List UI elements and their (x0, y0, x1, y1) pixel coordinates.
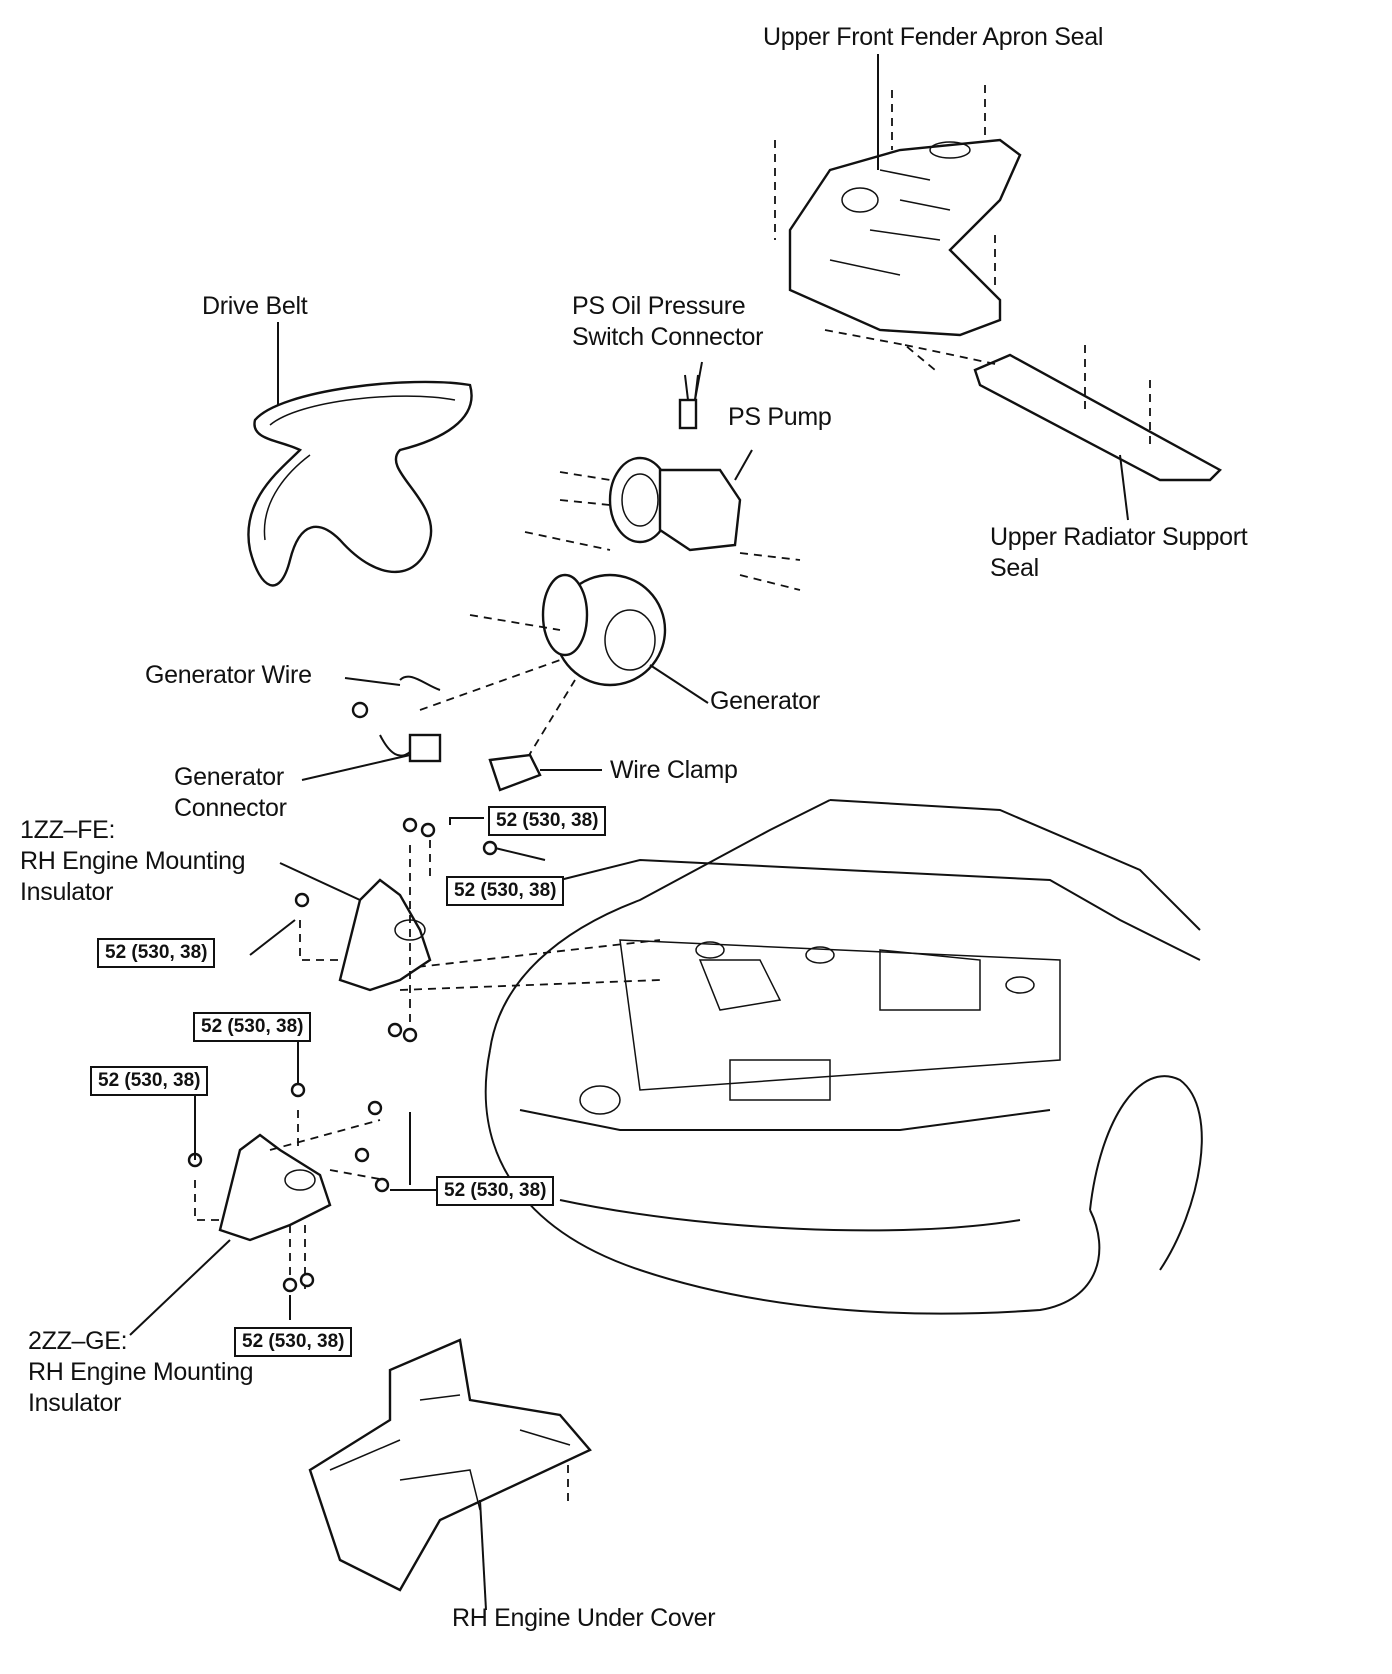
ps-pump-part (524, 374, 801, 591)
label-drive-belt: Drive Belt (202, 292, 308, 320)
drive-belt-part (247, 380, 473, 587)
label-ps-pump: PS Pump (728, 403, 832, 431)
label-wire-clamp: Wire Clamp (610, 756, 738, 784)
label-upper-radiator-support-seal: Upper Radiator Support Seal (990, 523, 1248, 582)
torque-spec-box: 52 (530, 38) (97, 938, 216, 968)
upper-radiator-support-seal-part (824, 329, 1222, 482)
label-generator-wire: Generator Wire (145, 661, 312, 689)
torque-spec-box: 52 (530, 38) (90, 1066, 209, 1096)
generator-wire-part (351, 675, 542, 792)
rh-engine-under-cover-part (308, 1338, 592, 1592)
insulator-2zz-part (187, 1082, 390, 1293)
label-upper-front-fender-apron-seal: Upper Front Fender Apron Seal (763, 23, 1104, 51)
label-generator: Generator (710, 687, 820, 715)
label-generator-connector: Generator Connector (174, 763, 287, 822)
leader-lines (129, 54, 1129, 1611)
torque-spec-box: 52 (530, 38) (446, 876, 565, 906)
generator-part (419, 573, 667, 771)
insulator-1zz-part (294, 817, 498, 1043)
upper-front-fender-apron-seal-part (774, 85, 1022, 337)
torque-spec-box: 52 (530, 38) (193, 1012, 312, 1042)
label-rh-engine-under-cover: RH Engine Under Cover (452, 1604, 716, 1632)
label-insulator-1zz: 1ZZ–FE: RH Engine Mounting Insulator (20, 816, 246, 906)
torque-spec-box: 52 (530, 38) (488, 806, 607, 836)
torque-spec-box: 52 (530, 38) (436, 1176, 555, 1206)
torque-spec-box: 52 (530, 38) (234, 1327, 353, 1357)
label-ps-oil-pressure-switch-connector: PS Oil Pressure Switch Connector (572, 292, 764, 351)
label-insulator-2zz: 2ZZ–GE: RH Engine Mounting Insulator (28, 1327, 254, 1417)
